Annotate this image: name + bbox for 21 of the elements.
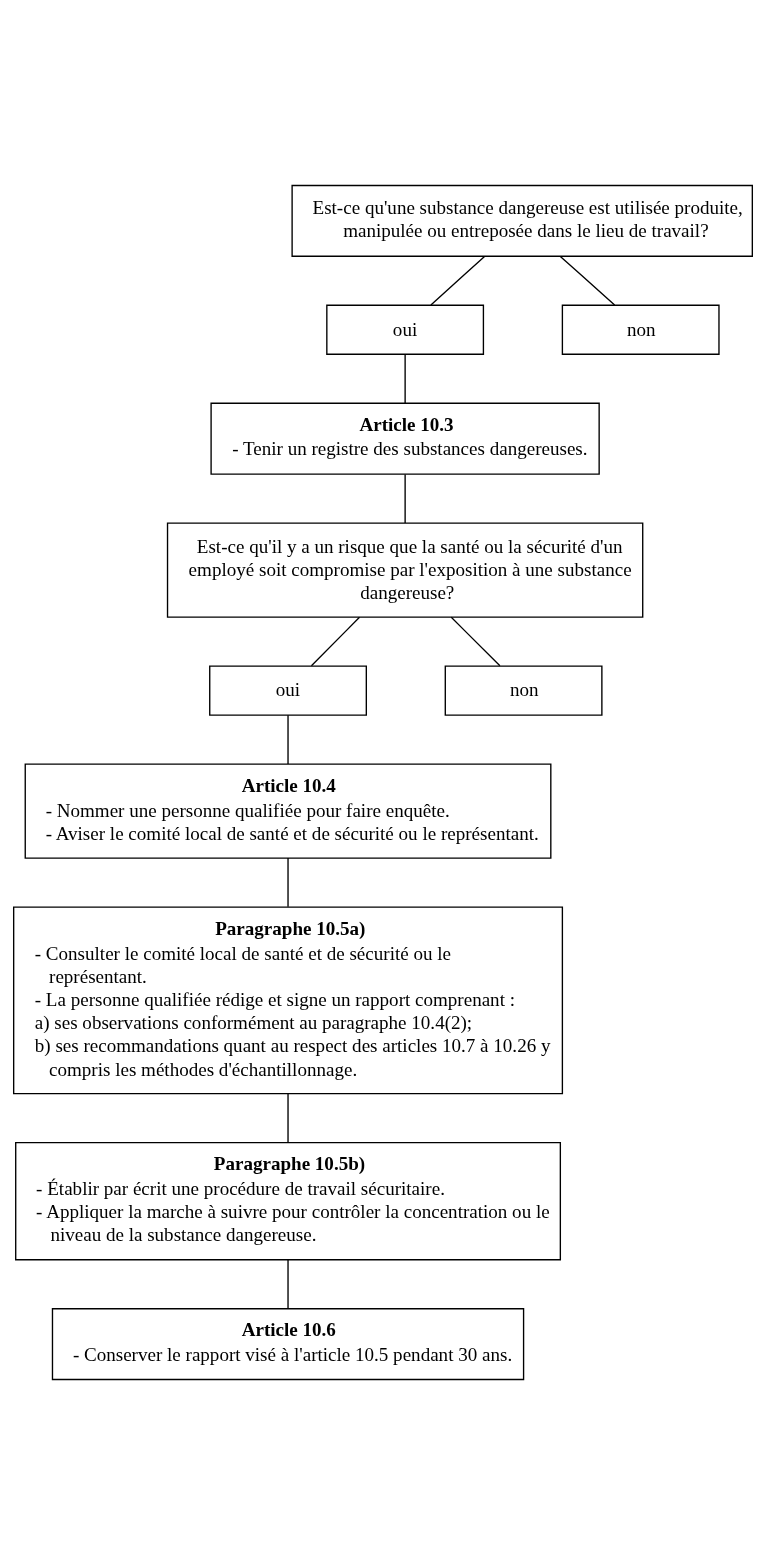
connector	[450, 616, 501, 666]
connector	[404, 353, 406, 404]
connector	[287, 1092, 289, 1143]
node-box: Paragraphe 10.5b) - Établir par écrit une procédure de travail sécuritaire. - Appliquer la marche à suivre pour contrôler la concentration ou le niveau de la substance dangereuse.	[15, 1141, 562, 1260]
node-box: non	[444, 664, 603, 716]
connector	[430, 255, 486, 306]
connector	[287, 714, 289, 765]
node-box: Article 10.6 - Conserver le rapport visé à l'article 10.5 pendant 30 ans.	[51, 1307, 525, 1380]
node-box: oui	[209, 664, 367, 716]
node-box: non	[561, 304, 720, 355]
connector	[559, 255, 616, 306]
node-box: Paragraphe 10.5a) - Consulter le comité local de santé et de sécurité ou le représentant. - La personne qualifiée rédige et signe un rapport comprenant : a) ses observations conformément au paragraphe 10.4(2); b) ses recommandations quant au respect des articles 10.7 à 10.26 y compris les méthodes d'échantillonnage.	[13, 905, 564, 1094]
node-box: Est-ce qu'il y a un risque que la santé ou la sécurité d'un employé soit compromise par l'exposition à une substance dangereuse?	[166, 521, 644, 618]
connector	[404, 473, 406, 524]
connector	[287, 856, 289, 907]
node-box: oui	[326, 304, 485, 355]
connector	[310, 616, 361, 666]
node-box: Article 10.4 - Nommer une personne qualifiée pour faire enquête. - Aviser le comité local de santé et de sécurité ou le représentant.	[24, 762, 552, 859]
connector	[287, 1258, 289, 1309]
node-box: Est-ce qu'une substance dangereuse est utilisée produite, manipulée ou entreposée dans le lieu de travail?	[291, 184, 753, 257]
node-box: Article 10.3 - Tenir un registre des substances dangereuses.	[210, 402, 600, 475]
